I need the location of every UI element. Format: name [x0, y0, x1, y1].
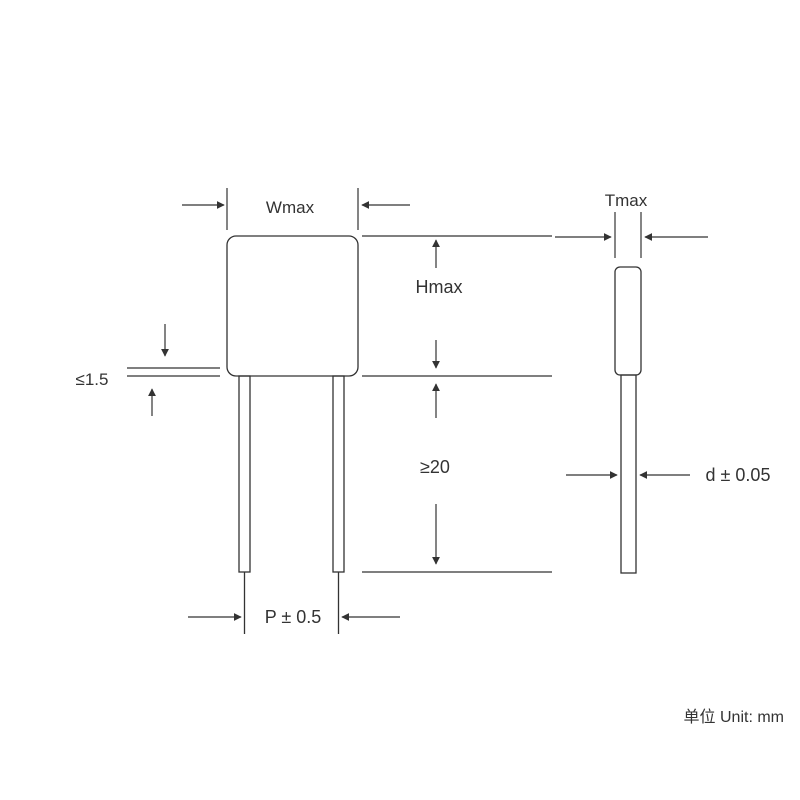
- side-lead: [620, 374, 637, 574]
- lead-length-dimension: [362, 383, 552, 573]
- side-body: [614, 266, 642, 376]
- capacitor-front-view: [226, 235, 359, 634]
- gap-label: ≤1.5: [76, 370, 109, 389]
- right-lead: [332, 375, 345, 573]
- lead-length-label: ≥20: [420, 457, 450, 477]
- unit-note: 单位 Unit: mm: [684, 708, 784, 726]
- thickness-label: Tmax: [605, 191, 648, 210]
- pitch-label: P ± 0.5: [265, 607, 322, 627]
- height-dimension: [362, 235, 552, 377]
- gap-dimension: [127, 324, 220, 416]
- width-dimension: [182, 188, 410, 230]
- lead-diameter-label: d ± 0.05: [706, 465, 771, 485]
- width-label: Wmax: [266, 198, 315, 217]
- left-lead: [238, 375, 251, 573]
- height-label: Hmax: [415, 277, 462, 297]
- capacitor-side-view: [614, 266, 642, 574]
- capacitor-body: [226, 235, 359, 377]
- thickness-dimension: [555, 212, 708, 258]
